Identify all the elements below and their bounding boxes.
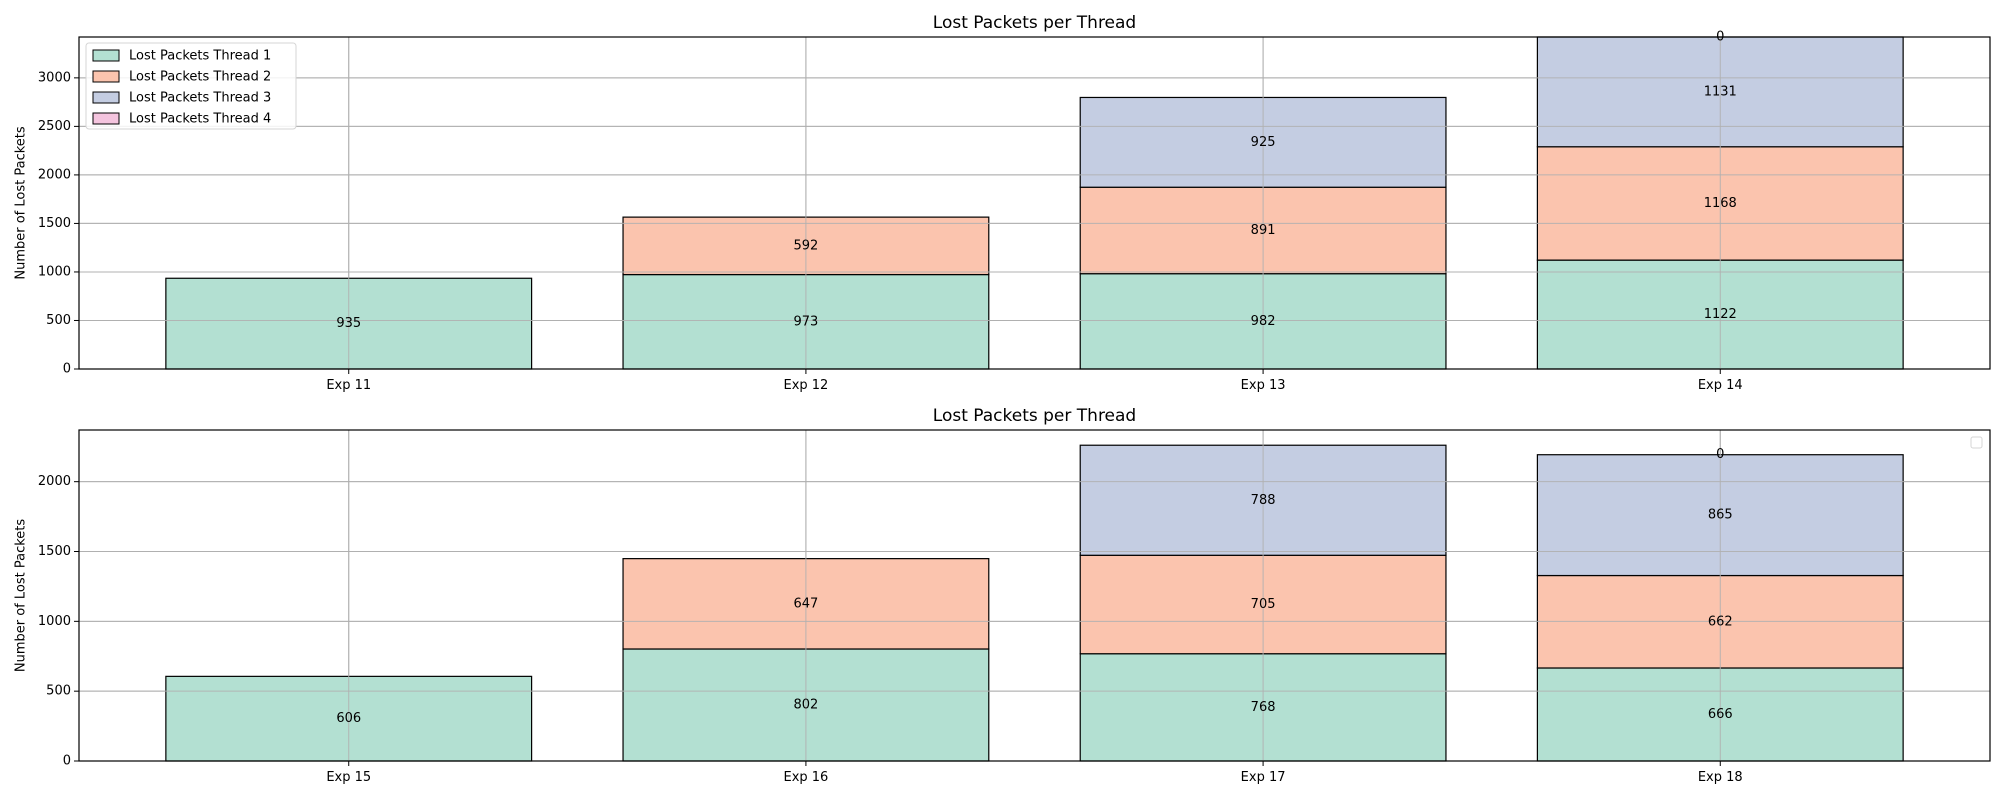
y-tick-label: 0 [63,362,71,377]
legend-entry: Lost Packets Thread 3 [129,91,271,106]
y-tick-label: 1500 [38,544,71,559]
legend-swatch [92,112,120,125]
data-label: 925 [1251,135,1276,150]
axes-frame [78,36,1991,370]
data-label: 935 [336,316,361,331]
x-tick-label: Exp 16 [783,770,828,785]
data-label: 788 [1251,493,1276,508]
data-label: 1168 [1704,196,1737,211]
data-label: 647 [793,596,818,611]
data-label: 891 [1251,223,1276,238]
y-tick-label: 2500 [38,119,71,134]
data-label: 662 [1708,614,1733,629]
data-label: 982 [1251,314,1276,329]
empty-legend-box [1970,436,1983,449]
legend-box [85,42,297,130]
chart-panel-2: 606 802 647 768 705 788 666 662 865 0 0 500 1000 1500… [14,406,1991,785]
x-tick-label: Exp 17 [1241,770,1286,785]
x-tick-label: Exp 13 [1241,378,1286,393]
data-label: 1122 [1704,307,1737,322]
y-tick-label: 500 [46,684,71,699]
y-tick-label: 0 [63,754,71,769]
x-tick-label: Exp 14 [1698,378,1743,393]
y-tick-label: 1000 [38,264,71,279]
y-tick-label: 2000 [38,167,71,182]
x-tick-label: Exp 12 [783,378,828,393]
legend-swatch [92,70,120,83]
data-label: 865 [1708,508,1733,523]
data-label: 0 [1716,447,1724,462]
y-axis-label: Number of Lost Packets [14,519,29,673]
chart-title: Lost Packets per Thread [933,406,1136,426]
legend-swatch [92,49,120,62]
chart-title: Lost Packets per Thread [933,13,1136,33]
axes-frame [78,429,1991,762]
y-axis-label: Number of Lost Packets [14,126,29,280]
y-tick-label: 1500 [38,216,71,231]
legend-entry: Lost Packets Thread 2 [129,70,271,85]
x-tick-label: Exp 15 [326,770,371,785]
y-tick-label: 1000 [38,614,71,629]
data-label: 768 [1251,700,1276,715]
data-label: 1131 [1704,84,1737,99]
data-label: 606 [336,711,361,726]
legend-entry: Lost Packets Thread 1 [129,49,271,64]
data-label: 802 [793,697,818,712]
chart-legend: Lost Packets Thread 1 Lost Packets Thread… [85,42,297,130]
x-tick-label: Exp 18 [1698,770,1743,785]
legend-entry: Lost Packets Thread 4 [129,112,271,127]
data-label: 705 [1251,597,1276,612]
legend-swatch [92,91,120,104]
y-tick-label: 2000 [38,474,71,489]
data-label: 666 [1708,707,1733,722]
data-label: 973 [793,314,818,329]
data-label: 592 [793,238,818,253]
y-tick-label: 500 [46,313,71,328]
x-tick-label: Exp 11 [326,378,371,393]
y-tick-label: 3000 [38,70,71,85]
